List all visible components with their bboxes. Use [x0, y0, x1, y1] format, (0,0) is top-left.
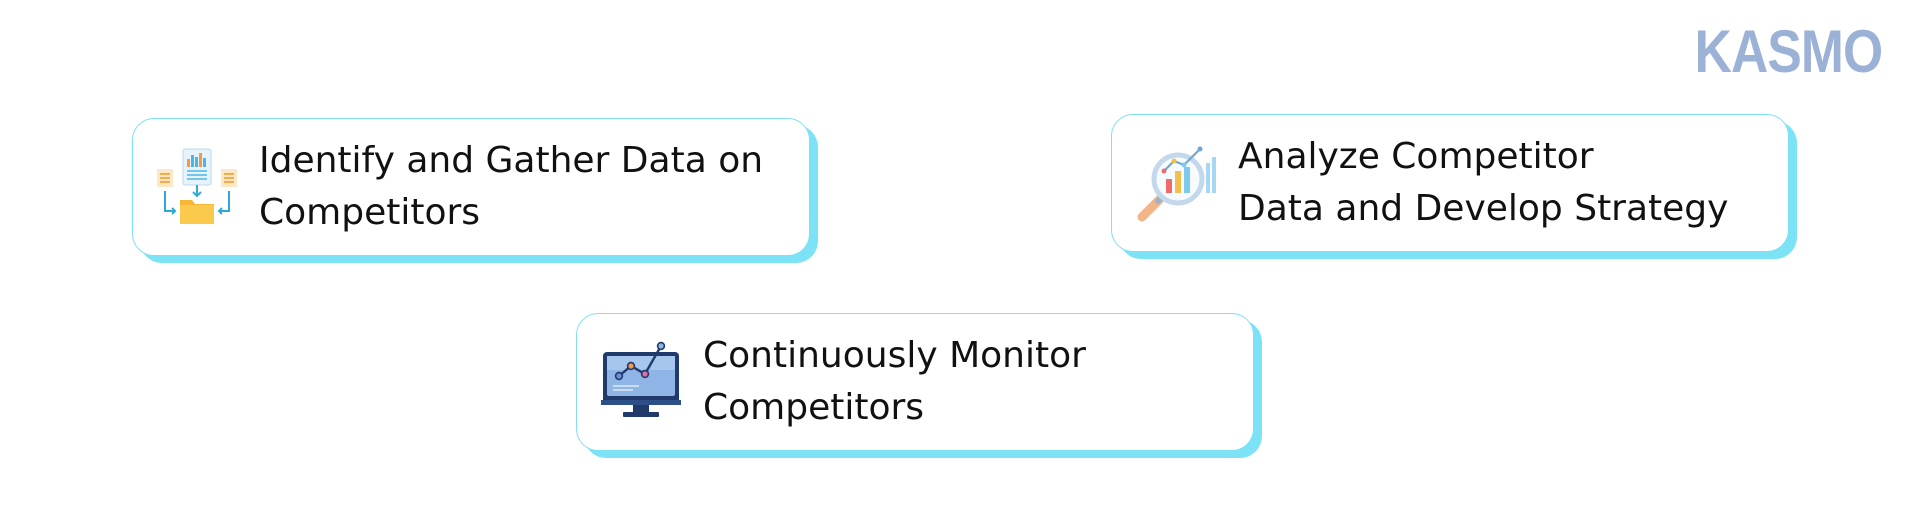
step-card-analyze-strategy: Analyze Competitor Data and Develop Stra… [1111, 114, 1789, 252]
step-label: Identify and Gather Data on Competitors [259, 140, 764, 233]
step-card-continuously-monitor: Continuously Monitor Competitors [576, 313, 1254, 451]
analysis-magnifier-icon [1134, 141, 1218, 225]
data-gathering-icon [155, 145, 239, 229]
step-label: Analyze Competitor Data and Develop Stra… [1238, 136, 1729, 229]
kasmo-logo: KASMO [1694, 18, 1883, 85]
monitor-chart-icon [599, 340, 683, 424]
step-label: Continuously Monitor Competitors [703, 335, 1086, 428]
step-card-identify-gather: Identify and Gather Data on Competitors [132, 118, 810, 256]
